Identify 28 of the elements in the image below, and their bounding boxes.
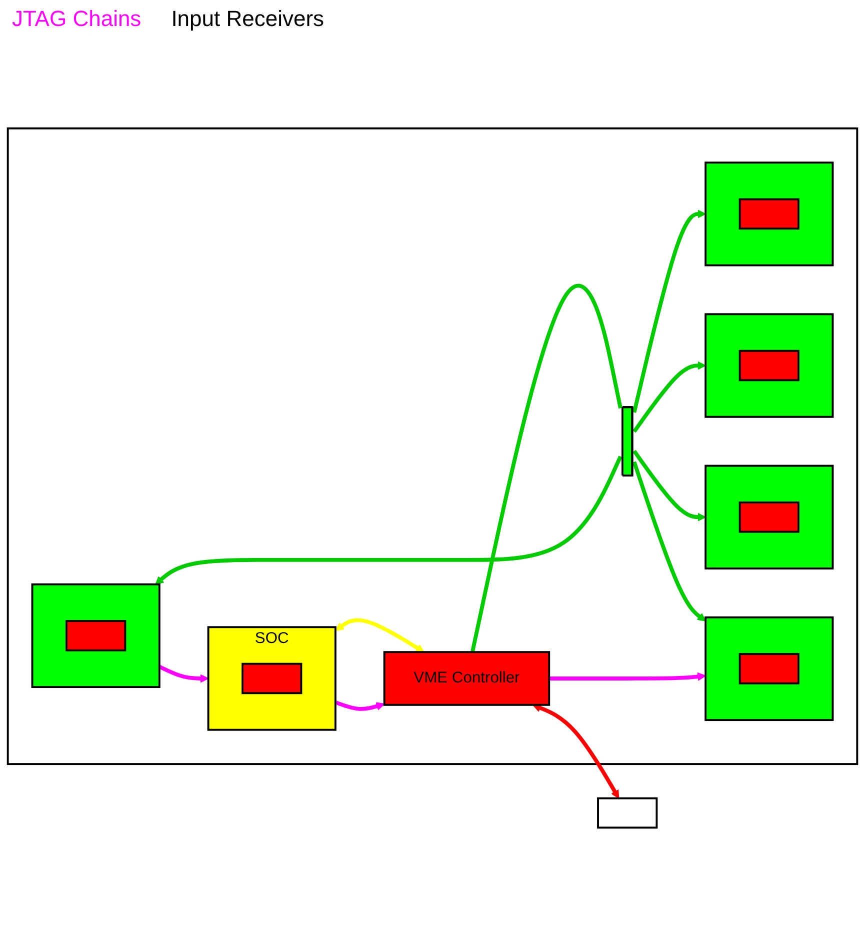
cluster (704, 162, 834, 266)
arrow (632, 461, 706, 622)
node-box (738, 653, 800, 684)
cluster: SOC (207, 626, 336, 731)
node-box (242, 662, 302, 694)
arrow (155, 456, 622, 585)
cluster (31, 583, 160, 688)
arrow (549, 672, 706, 681)
cluster (704, 464, 834, 570)
node-box (738, 350, 800, 382)
arrow (532, 704, 620, 799)
arrow (632, 361, 706, 433)
arrow (632, 210, 706, 413)
node-box (738, 198, 800, 230)
note-label: Input Receivers (171, 6, 324, 32)
node-box (597, 797, 658, 829)
cluster (704, 313, 834, 418)
node-box: VME Controller (383, 651, 550, 706)
arrow (334, 700, 385, 711)
node-box (738, 501, 800, 533)
arrow (158, 664, 209, 683)
node-box (66, 620, 126, 652)
cluster (6, 127, 858, 766)
arrow (335, 618, 424, 652)
note-label: JTAG Chains (12, 6, 142, 32)
connector (470, 284, 622, 652)
arrow (632, 450, 706, 522)
cluster (704, 616, 834, 722)
